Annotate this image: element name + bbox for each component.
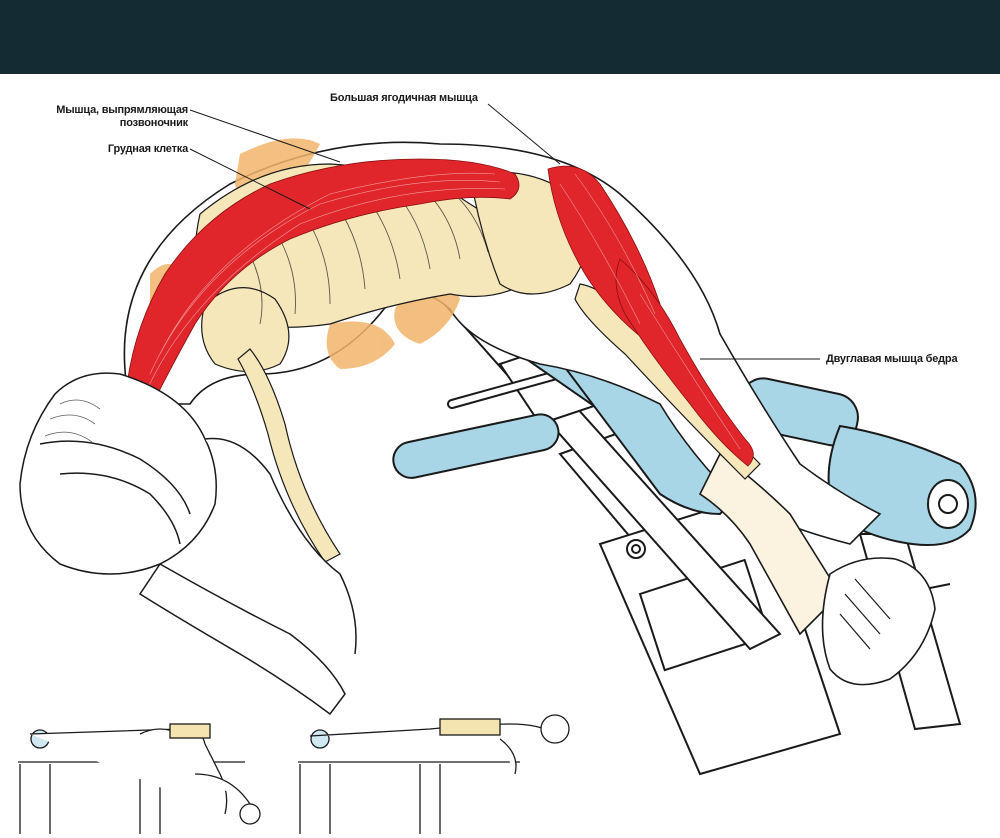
top-bar (0, 0, 1000, 74)
label-gluteus-maximus: Большая ягодичная мышца (330, 92, 478, 104)
anatomy-illustration: Мышца, выпрямляющая позвоночник Грудная … (0, 74, 1000, 838)
back-extension-drawing (18, 103, 977, 834)
glute-ham-fibers (559, 173, 741, 450)
label-erector-line1: Мышца, выпрямляющая (56, 104, 188, 116)
erector-fibers (144, 172, 506, 395)
head-and-arms (19, 372, 357, 716)
thumbnail-end (298, 714, 570, 834)
label-erector-line2: позвоночник (119, 117, 188, 129)
hair (44, 399, 101, 443)
thumbnail-start (18, 723, 261, 834)
erector-spinae-muscle (124, 158, 520, 410)
label-hamstring: Двуглавая мышца бедра (826, 353, 958, 365)
shoe (821, 557, 936, 686)
pointer-lines (189, 103, 820, 360)
label-rib-cage: Грудная клетка (107, 143, 188, 155)
label-erector-spinae: Мышца, выпрямляющая позвоночник (38, 104, 188, 130)
